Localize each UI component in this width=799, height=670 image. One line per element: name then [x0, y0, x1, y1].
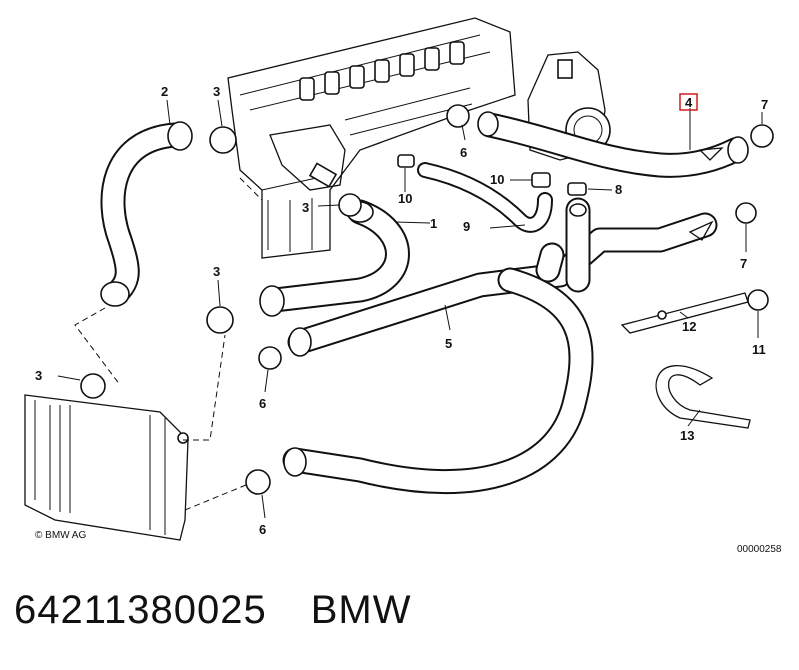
engine-block: [227, 17, 516, 259]
label-10: 10: [490, 172, 504, 187]
label-11: 11: [752, 342, 766, 357]
label-9: 9: [463, 219, 470, 234]
label-7: 7: [740, 256, 747, 271]
label-7: 7: [761, 97, 768, 112]
leader-lines: [57, 99, 763, 519]
clamps: [80, 104, 774, 495]
strap-12: [620, 292, 749, 334]
part-labels: 1 2 3 3 3 3 4 5 6 6 6 7 7 8 9 10 10 11 1…: [35, 84, 768, 537]
radiator: [24, 394, 189, 541]
parts-diagram: 1 2 3 3 3 3 4 5 6 6 6 7 7 8 9 10 10 11 1…: [24, 17, 782, 555]
caption: 64211380025 BMW: [14, 588, 412, 633]
thermostat-housing: [269, 124, 346, 191]
figure-id: 00000258: [737, 544, 782, 555]
hose-4-highlighted: [477, 111, 749, 178]
dashed-connections: [74, 177, 263, 511]
engine-cylinder-studs: [299, 41, 465, 101]
hose-2-upper-radiator: [100, 121, 193, 307]
label-1: 1: [430, 216, 437, 231]
label-8: 8: [615, 182, 622, 197]
copyright-text: © BMW AG: [35, 530, 86, 541]
hose-5-branch: [282, 197, 718, 494]
label-3: 3: [302, 200, 309, 215]
clip-13: [655, 365, 751, 429]
label-3: 3: [213, 264, 220, 279]
label-4: 4: [685, 95, 693, 110]
hose-1: [259, 199, 410, 317]
label-5: 5: [445, 336, 452, 351]
hose-9: [417, 162, 553, 233]
label-6: 6: [259, 396, 266, 411]
label-3: 3: [35, 368, 42, 383]
label-3: 3: [213, 84, 220, 99]
label-12: 12: [682, 319, 696, 334]
part-number: 64211380025: [14, 588, 267, 632]
label-6: 6: [259, 522, 266, 537]
brand-name: BMW: [310, 588, 412, 632]
highlight-box-4: [679, 93, 698, 111]
label-13: 13: [680, 428, 694, 443]
label-2: 2: [161, 84, 168, 99]
label-10: 10: [398, 191, 412, 206]
label-6: 6: [460, 145, 467, 160]
